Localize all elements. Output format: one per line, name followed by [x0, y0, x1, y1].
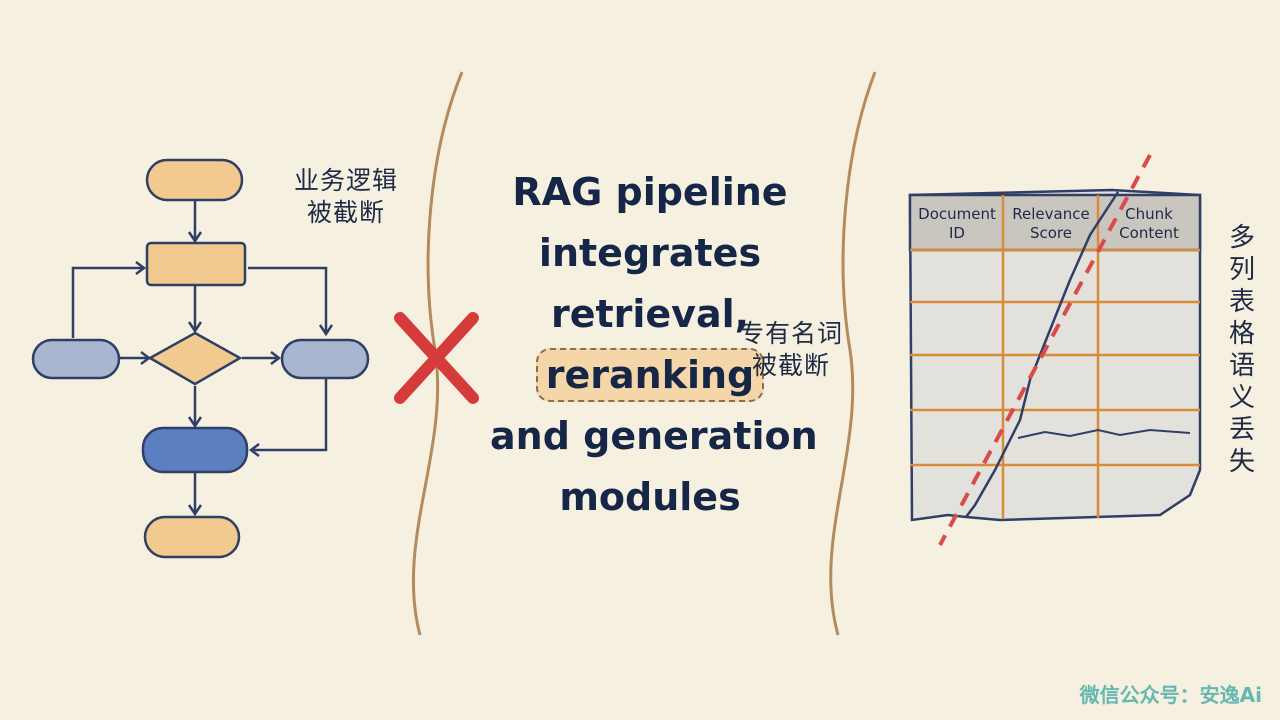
left-caption: 业务逻辑 被截断 — [287, 165, 405, 229]
center-caption-line2: 被截断 — [751, 351, 830, 380]
left-caption-line2: 被截断 — [306, 198, 385, 227]
watermark: 微信公众号：安逸Ai — [1079, 683, 1262, 707]
text-line-1: RAG pipeline — [512, 170, 788, 214]
divider-right — [829, 71, 877, 636]
right-vertical-caption: 多列表格语义丢失 — [1222, 222, 1262, 478]
text-line-3: retrieval, — [550, 292, 750, 336]
text-line-6: modules — [559, 475, 741, 519]
left-caption-line1: 业务逻辑 — [293, 166, 398, 195]
vertical-caption-char: 失 — [1228, 447, 1255, 477]
table-header-relevance-score: Relevance Score — [1012, 205, 1090, 242]
text-line-2: integrates — [538, 231, 762, 275]
rag-sentence: RAG pipeline integrates retrieval, reran… — [490, 162, 818, 528]
table-header-chunk-content: Chunk Content — [1119, 205, 1179, 242]
vertical-caption-char: 义 — [1228, 383, 1255, 413]
flow-process-node — [145, 241, 247, 287]
flow-right-node — [280, 338, 370, 380]
center-caption-line1: 专有名词 — [738, 319, 843, 348]
flow-decision-node — [147, 331, 243, 386]
vertical-caption-char: 格 — [1228, 319, 1255, 349]
vertical-caption-char: 表 — [1228, 287, 1255, 317]
cut-line — [938, 154, 1152, 546]
torn-table — [908, 154, 1202, 546]
flow-left-node — [31, 338, 121, 380]
vertical-caption-char: 多 — [1228, 223, 1255, 253]
flow-start-node — [145, 158, 244, 202]
text-line-5: and generation — [490, 414, 818, 458]
highlighted-term: reranking — [535, 348, 765, 402]
vertical-caption-char: 语 — [1228, 351, 1255, 381]
cross-icon — [394, 312, 479, 404]
center-caption: 专有名词 被截断 — [735, 318, 847, 382]
table-header-document-id: Document ID — [918, 205, 996, 242]
flow-merge-node — [141, 426, 249, 474]
vertical-caption-char: 丢 — [1228, 415, 1255, 445]
vertical-caption-char: 列 — [1228, 255, 1255, 285]
flow-end-node — [143, 515, 241, 559]
